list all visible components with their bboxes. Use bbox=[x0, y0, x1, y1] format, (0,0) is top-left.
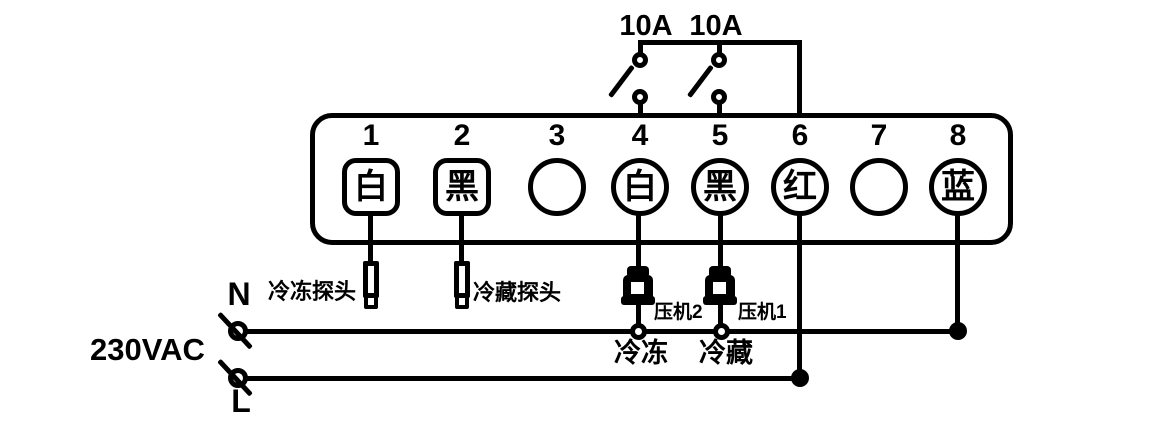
switch1-bottom-contact-icon bbox=[632, 89, 648, 105]
terminal-5: 5 黑 bbox=[691, 118, 749, 216]
wire-switch2-top-stub bbox=[717, 43, 722, 53]
wire-rail-to-terminal-6 bbox=[797, 40, 802, 116]
terminal-4-wire-color-label: 白 bbox=[623, 168, 657, 206]
terminal-5-wire-color-label: 黑 bbox=[703, 168, 737, 206]
terminal-3: 3 bbox=[528, 118, 586, 216]
terminal-1: 1 白 bbox=[342, 118, 400, 216]
terminal-6-live-junction-dot bbox=[791, 369, 809, 387]
terminal-2-wire-color-label: 黑 bbox=[445, 168, 479, 206]
compressor-2-window bbox=[631, 282, 644, 294]
wire-terminal-8-to-neutral-line bbox=[955, 212, 960, 334]
wire-compressor-2-to-neutral bbox=[636, 303, 641, 326]
probe-1-label: 冷冻探头 bbox=[268, 279, 357, 304]
wire-terminal-4-to-compressor-2 bbox=[636, 212, 641, 270]
probe-2-icon bbox=[454, 261, 470, 298]
terminal-3-contact bbox=[528, 158, 586, 216]
probe-2-label: 冷藏探头 bbox=[473, 280, 562, 305]
terminal-4-contact: 白 bbox=[611, 158, 669, 216]
compressor-1-flange-icon bbox=[703, 296, 737, 305]
terminal-2-contact: 黑 bbox=[433, 158, 491, 216]
terminal-7: 7 bbox=[850, 118, 908, 216]
terminal-8-contact: 蓝 bbox=[929, 158, 987, 216]
terminal-3-number: 3 bbox=[548, 119, 566, 152]
wire-switch2-to-terminal-5 bbox=[717, 103, 722, 116]
switch2-top-contact-icon bbox=[711, 52, 727, 68]
switch1-lever-icon bbox=[608, 64, 635, 99]
terminal-6-number: 6 bbox=[791, 119, 809, 152]
switch2-bottom-contact-icon bbox=[711, 89, 727, 105]
terminal-6-wire-color-label: 红 bbox=[783, 168, 817, 206]
terminal-6: 6 红 bbox=[771, 118, 829, 216]
wire-live-line bbox=[246, 376, 802, 381]
terminal-5-contact: 黑 bbox=[691, 158, 749, 216]
compressor-1-window bbox=[713, 282, 726, 294]
terminal-2: 2 黑 bbox=[433, 118, 491, 216]
terminal-4-number: 4 bbox=[631, 119, 649, 152]
wire-compressor-1-to-neutral bbox=[718, 303, 723, 326]
terminal-5-number: 5 bbox=[711, 119, 729, 152]
freezer-circuit-tap-icon bbox=[630, 323, 647, 340]
neutral-label: N bbox=[227, 276, 251, 312]
compressor-2-label: 压机2 bbox=[654, 302, 703, 323]
terminal-1-number: 1 bbox=[362, 119, 380, 152]
fridge-circuit-tap-icon bbox=[713, 323, 730, 340]
terminal-8-wire-color-label: 蓝 bbox=[941, 168, 975, 206]
wire-neutral-line bbox=[246, 329, 958, 334]
switch1-top-contact-icon bbox=[632, 52, 648, 68]
wire-terminal-5-to-compressor-1 bbox=[718, 212, 723, 270]
probe-1-tip-icon bbox=[364, 294, 378, 309]
wire-relay-common-rail bbox=[638, 40, 802, 45]
fuse-1-label: 10A bbox=[619, 10, 673, 42]
terminal-4: 4 白 bbox=[611, 118, 669, 216]
wire-switch1-top-stub bbox=[638, 43, 643, 53]
freezer-circuit-label: 冷冻 bbox=[614, 338, 668, 368]
live-label: L bbox=[231, 383, 251, 419]
wire-switch1-to-terminal-4 bbox=[638, 103, 643, 116]
fuse-2-label: 10A bbox=[689, 10, 743, 42]
terminal-8: 8 蓝 bbox=[929, 118, 987, 216]
compressor-1-label: 压机1 bbox=[738, 302, 787, 323]
compressor-2-flange-icon bbox=[621, 296, 655, 305]
wire-terminal-6-to-live-line bbox=[797, 212, 802, 379]
fridge-circuit-label: 冷藏 bbox=[699, 338, 753, 368]
terminal-7-contact bbox=[850, 158, 908, 216]
terminal-8-neutral-junction-dot bbox=[949, 322, 967, 340]
wire-terminal-2-to-probe-2 bbox=[459, 212, 464, 264]
terminal-1-wire-color-label: 白 bbox=[354, 168, 388, 206]
probe-2-tip-icon bbox=[455, 294, 469, 309]
terminal-1-contact: 白 bbox=[342, 158, 400, 216]
voltage-label: 230VAC bbox=[90, 332, 205, 367]
terminal-8-number: 8 bbox=[949, 119, 967, 152]
terminal-7-number: 7 bbox=[870, 119, 888, 152]
terminal-6-contact: 红 bbox=[771, 158, 829, 216]
wire-terminal-1-to-probe-1 bbox=[368, 212, 373, 264]
switch2-lever-icon bbox=[687, 64, 714, 99]
terminal-2-number: 2 bbox=[453, 119, 471, 152]
probe-1-icon bbox=[363, 261, 379, 298]
